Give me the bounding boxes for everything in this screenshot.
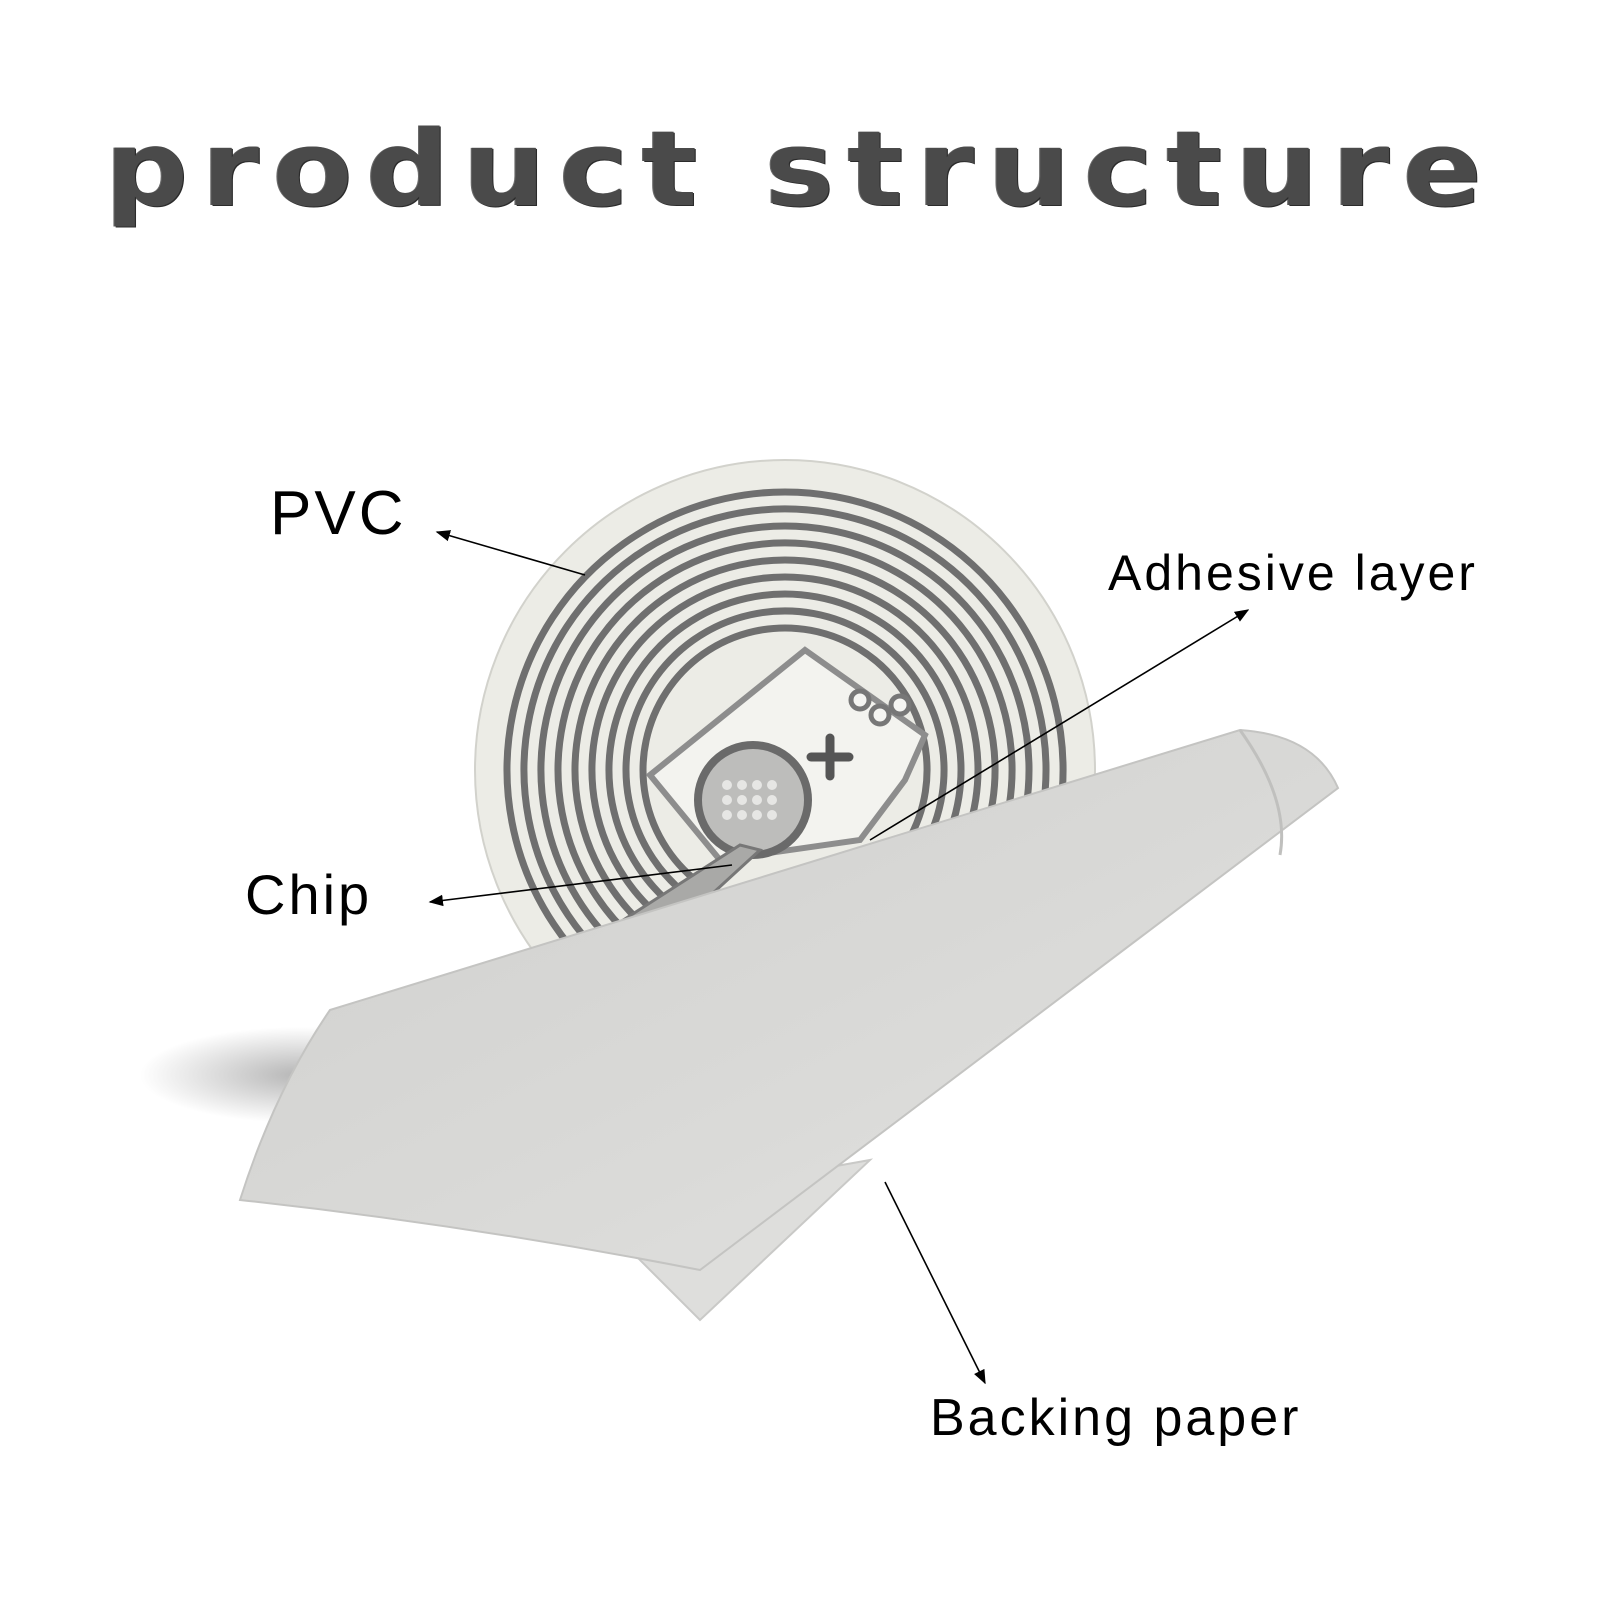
chip-contact-dot (737, 810, 747, 820)
chip-contact-dot (767, 795, 777, 805)
antenna-turn (605, 590, 965, 918)
chip-contacts (722, 780, 777, 820)
adhesive-layer-label: Adhesive layer (1108, 545, 1478, 601)
chip-contact-dot (722, 780, 732, 790)
antenna-turn (622, 607, 948, 904)
antenna-turn (520, 505, 1050, 988)
chip-contact-dot (752, 795, 762, 805)
chip-contact-dot (737, 780, 747, 790)
pvc-label: PVC (270, 479, 407, 548)
antenna-turn (503, 488, 1067, 1002)
backing-paper-label: Backing paper (930, 1389, 1302, 1447)
antenna-turn (537, 522, 1033, 974)
chip-label: Chip (245, 863, 373, 926)
leader-lines (428, 530, 1250, 1385)
paper-fold-edge (1238, 729, 1284, 856)
contact-pads (848, 688, 912, 727)
backing-paper (238, 728, 1340, 1272)
page-title: product structure (104, 108, 1496, 230)
adhesive-leader-line (869, 609, 1250, 841)
antenna-turn (588, 573, 982, 932)
chip-contact-dot (752, 780, 762, 790)
antenna-turn (554, 539, 1016, 960)
chip-contact-dot (737, 795, 747, 805)
chip-contact-dot (767, 780, 777, 790)
chip-contact-dot (722, 795, 732, 805)
chip-leader-line (428, 864, 733, 907)
backing-leader-line (884, 1181, 986, 1385)
pvc-leader-line (435, 530, 586, 576)
chip-contact-dot (767, 810, 777, 820)
antenna-turn (571, 556, 999, 946)
plus-mark (806, 733, 854, 781)
chip-contact-dot (722, 810, 732, 820)
chip-contact-dot (752, 810, 762, 820)
